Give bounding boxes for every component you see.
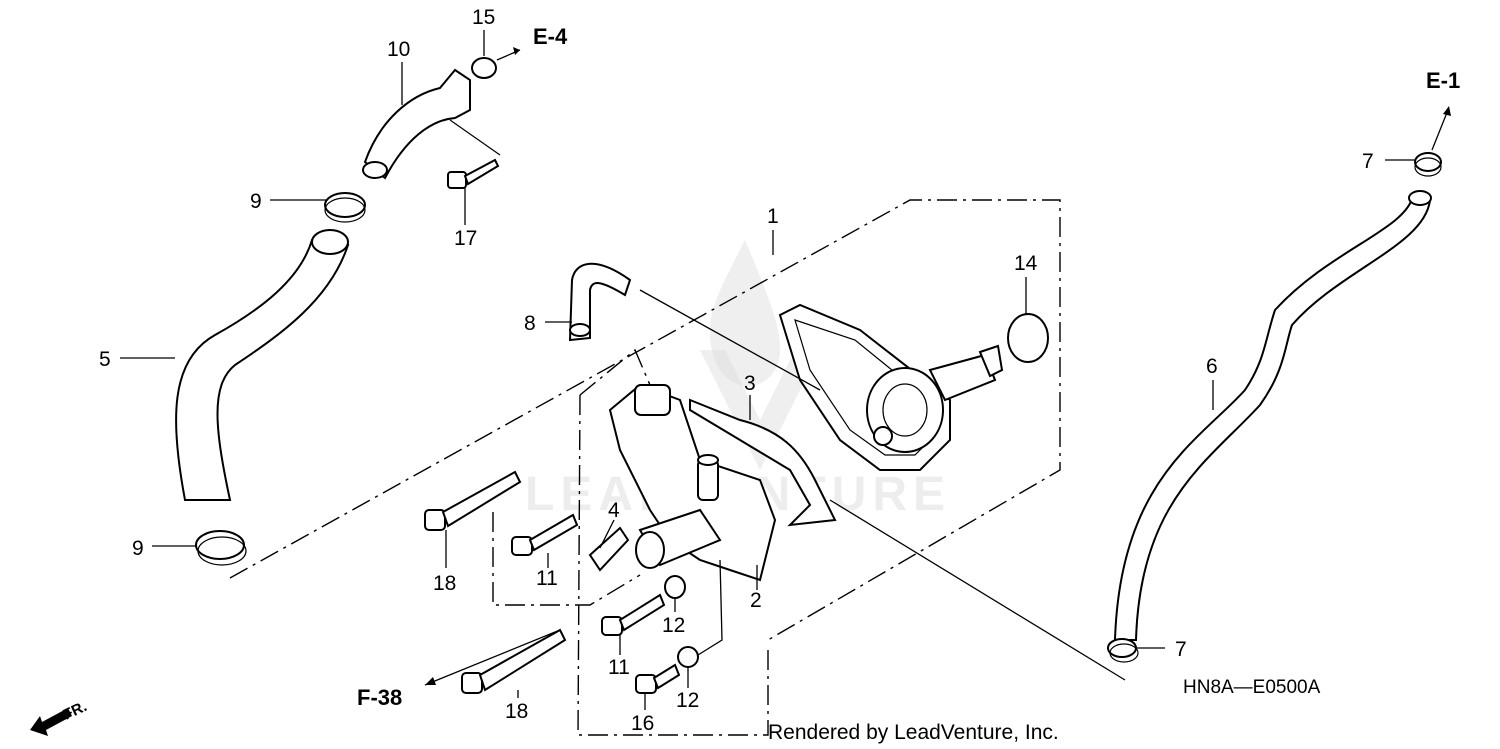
hose-clamp-part-7-upper [1414,152,1442,177]
callout-10: 10 [387,38,410,61]
callout-9-upper: 9 [250,190,262,213]
water-pump-part-1 [778,303,1004,471]
callout-4: 4 [608,499,620,522]
o-ring-part-14 [1007,313,1049,363]
callout-7-lower: 7 [1175,638,1187,661]
callout-2: 2 [750,589,762,612]
callout-12-lower: 12 [676,689,699,712]
callout-17: 17 [454,227,477,250]
hose-clamp-part-9-lower [195,530,247,566]
e1-arrow [1431,109,1449,151]
callout-12-upper: 12 [662,614,685,637]
bracket-part-4 [588,526,630,572]
reference-e1: E-1 [1426,68,1460,93]
bolt-part-16 [635,663,681,694]
front-direction-arrow: FR. [30,698,90,736]
assembly-boundaries [229,199,1061,736]
callout-5: 5 [99,348,111,371]
callout-18-upper: 18 [433,572,456,595]
callout-3: 3 [744,372,756,395]
water-hose-part-6 [1113,190,1432,641]
callout-15: 15 [472,6,495,29]
reference-f38: F-38 [357,685,402,710]
footer-credit: Rendered by LeadVenture, Inc. [768,721,1059,744]
washer-part-12-upper [664,575,686,599]
water-hose-part-5 [175,229,350,501]
bolt-part-18-upper [424,470,522,531]
bypass-hose-part-8 [568,262,632,342]
bolt-part-11-lower [601,593,666,636]
leader-lines [120,30,1415,710]
reference-e4: E-4 [533,24,568,49]
callout-7-upper: 7 [1362,150,1374,173]
diagram-code: HN8A—E0500A [1183,677,1321,698]
hose-clamp-part-7-lower [1107,638,1139,663]
callout-18-lower: 18 [505,700,528,723]
bolt-part-17 [447,158,500,189]
callout-11-lower: 11 [608,656,630,679]
water-pump-cover-part-2 [608,383,777,582]
callout-11-upper: 11 [536,567,558,590]
callout-9-lower: 9 [132,537,144,560]
hose-clamp-part-9-upper [324,192,366,223]
front-direction-label: FR. [61,698,90,724]
callout-6: 6 [1206,355,1218,378]
callout-14: 14 [1014,252,1038,275]
gasket-part-3 [689,398,837,527]
o-ring-part-15 [471,57,497,79]
callout-16: 16 [631,712,654,735]
bolt-part-11-upper [511,513,579,556]
callout-8: 8 [524,312,536,335]
washer-part-12-lower [677,646,699,668]
bolt-part-18-lower [461,628,567,694]
callout-1: 1 [767,205,779,228]
water-pipe-part-10 [362,68,501,180]
